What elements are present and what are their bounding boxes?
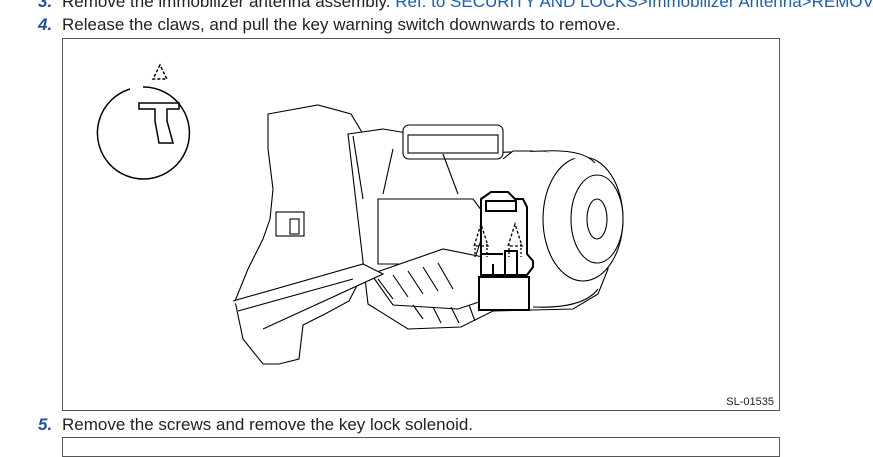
- step-text: Remove the screws and remove the key loc…: [62, 415, 474, 434]
- step-number: 4.: [38, 15, 53, 34]
- steering-lock-housing: [232, 104, 624, 365]
- reference-link[interactable]: Ref. to SECURITY AND LOCKS>Immobilizer A…: [395, 0, 873, 11]
- step-instruction: Remove the immobilizer antenna assembly.: [62, 0, 396, 11]
- step-number: 5.: [38, 415, 53, 434]
- key-warning-switch: [473, 191, 534, 311]
- figure-next: [62, 437, 780, 457]
- step-number: 3.: [38, 0, 53, 11]
- release-symbol: [96, 63, 191, 180]
- step-text: Remove the immobilizer antenna assembly.…: [62, 0, 873, 13]
- figure-id: SL-01535: [726, 396, 774, 408]
- figure-key-warning-switch: SL-01535: [62, 38, 780, 411]
- key-warning-switch-illustration: [96, 63, 624, 365]
- step-text: Release the claws, and pull the key warn…: [62, 15, 621, 34]
